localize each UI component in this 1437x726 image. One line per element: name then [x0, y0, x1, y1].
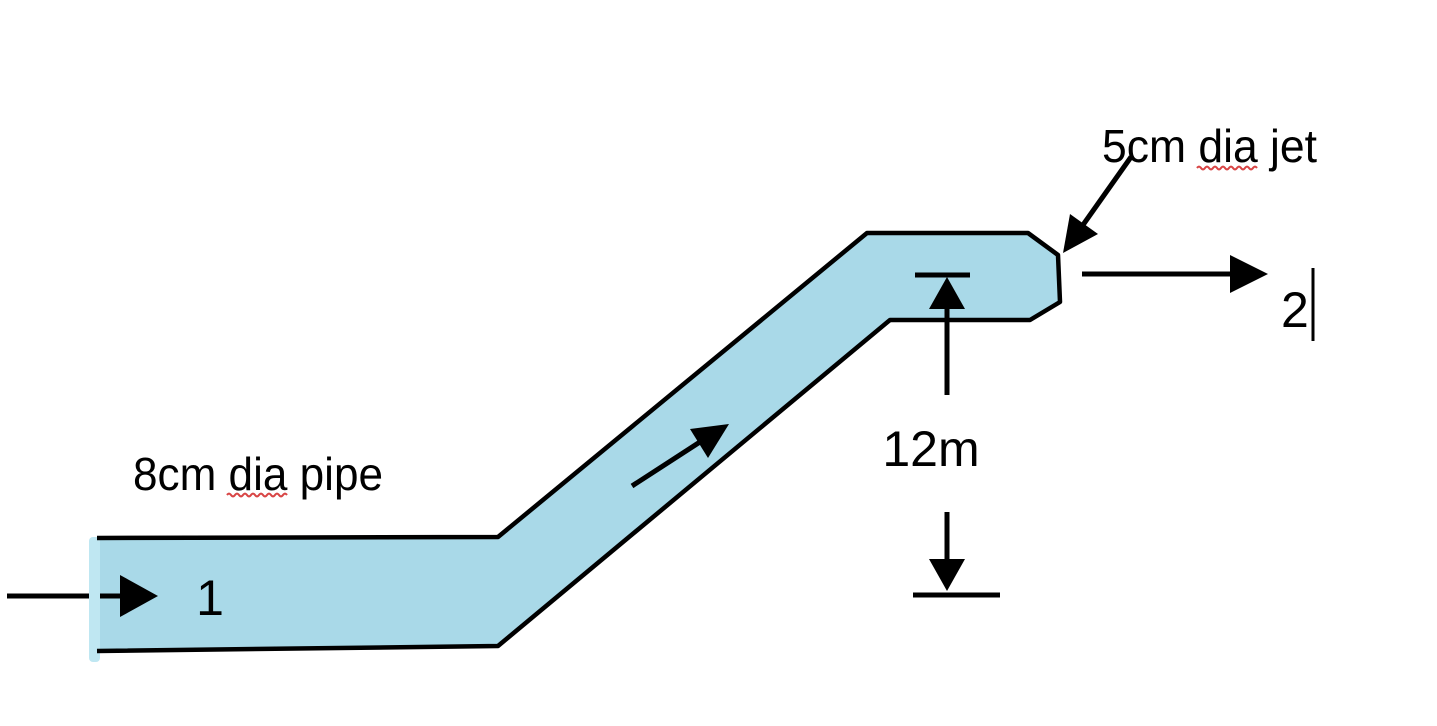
point-1-label: 1 — [196, 570, 224, 626]
incline-flow-arrow-icon — [630, 424, 729, 489]
elevation-dimension: 12m — [882, 272, 1000, 598]
jet-diameter-spellcheck-underline-icon — [1196, 165, 1258, 171]
pipe-body — [97, 233, 1060, 651]
point-2-label[interactable]: 2 — [1281, 282, 1309, 338]
pipe-open-end — [89, 537, 100, 662]
jet-pointer-arrow-icon — [1063, 155, 1134, 253]
pipe-diameter-spellcheck-underline-icon — [226, 492, 288, 498]
dimension-up-arrow-icon — [929, 277, 965, 309]
elevation-label: 12m — [882, 421, 979, 477]
inlet-flow-arrow-icon — [7, 575, 158, 617]
pipe-diameter-label: 8cm dia pipe — [133, 448, 383, 500]
jet-diameter-label: 5cm dia jet — [1102, 120, 1317, 172]
dimension-down-arrow-icon — [929, 559, 965, 591]
jet-exit-arrow-icon — [1082, 255, 1268, 293]
pipe-outline — [96, 230, 1063, 654]
